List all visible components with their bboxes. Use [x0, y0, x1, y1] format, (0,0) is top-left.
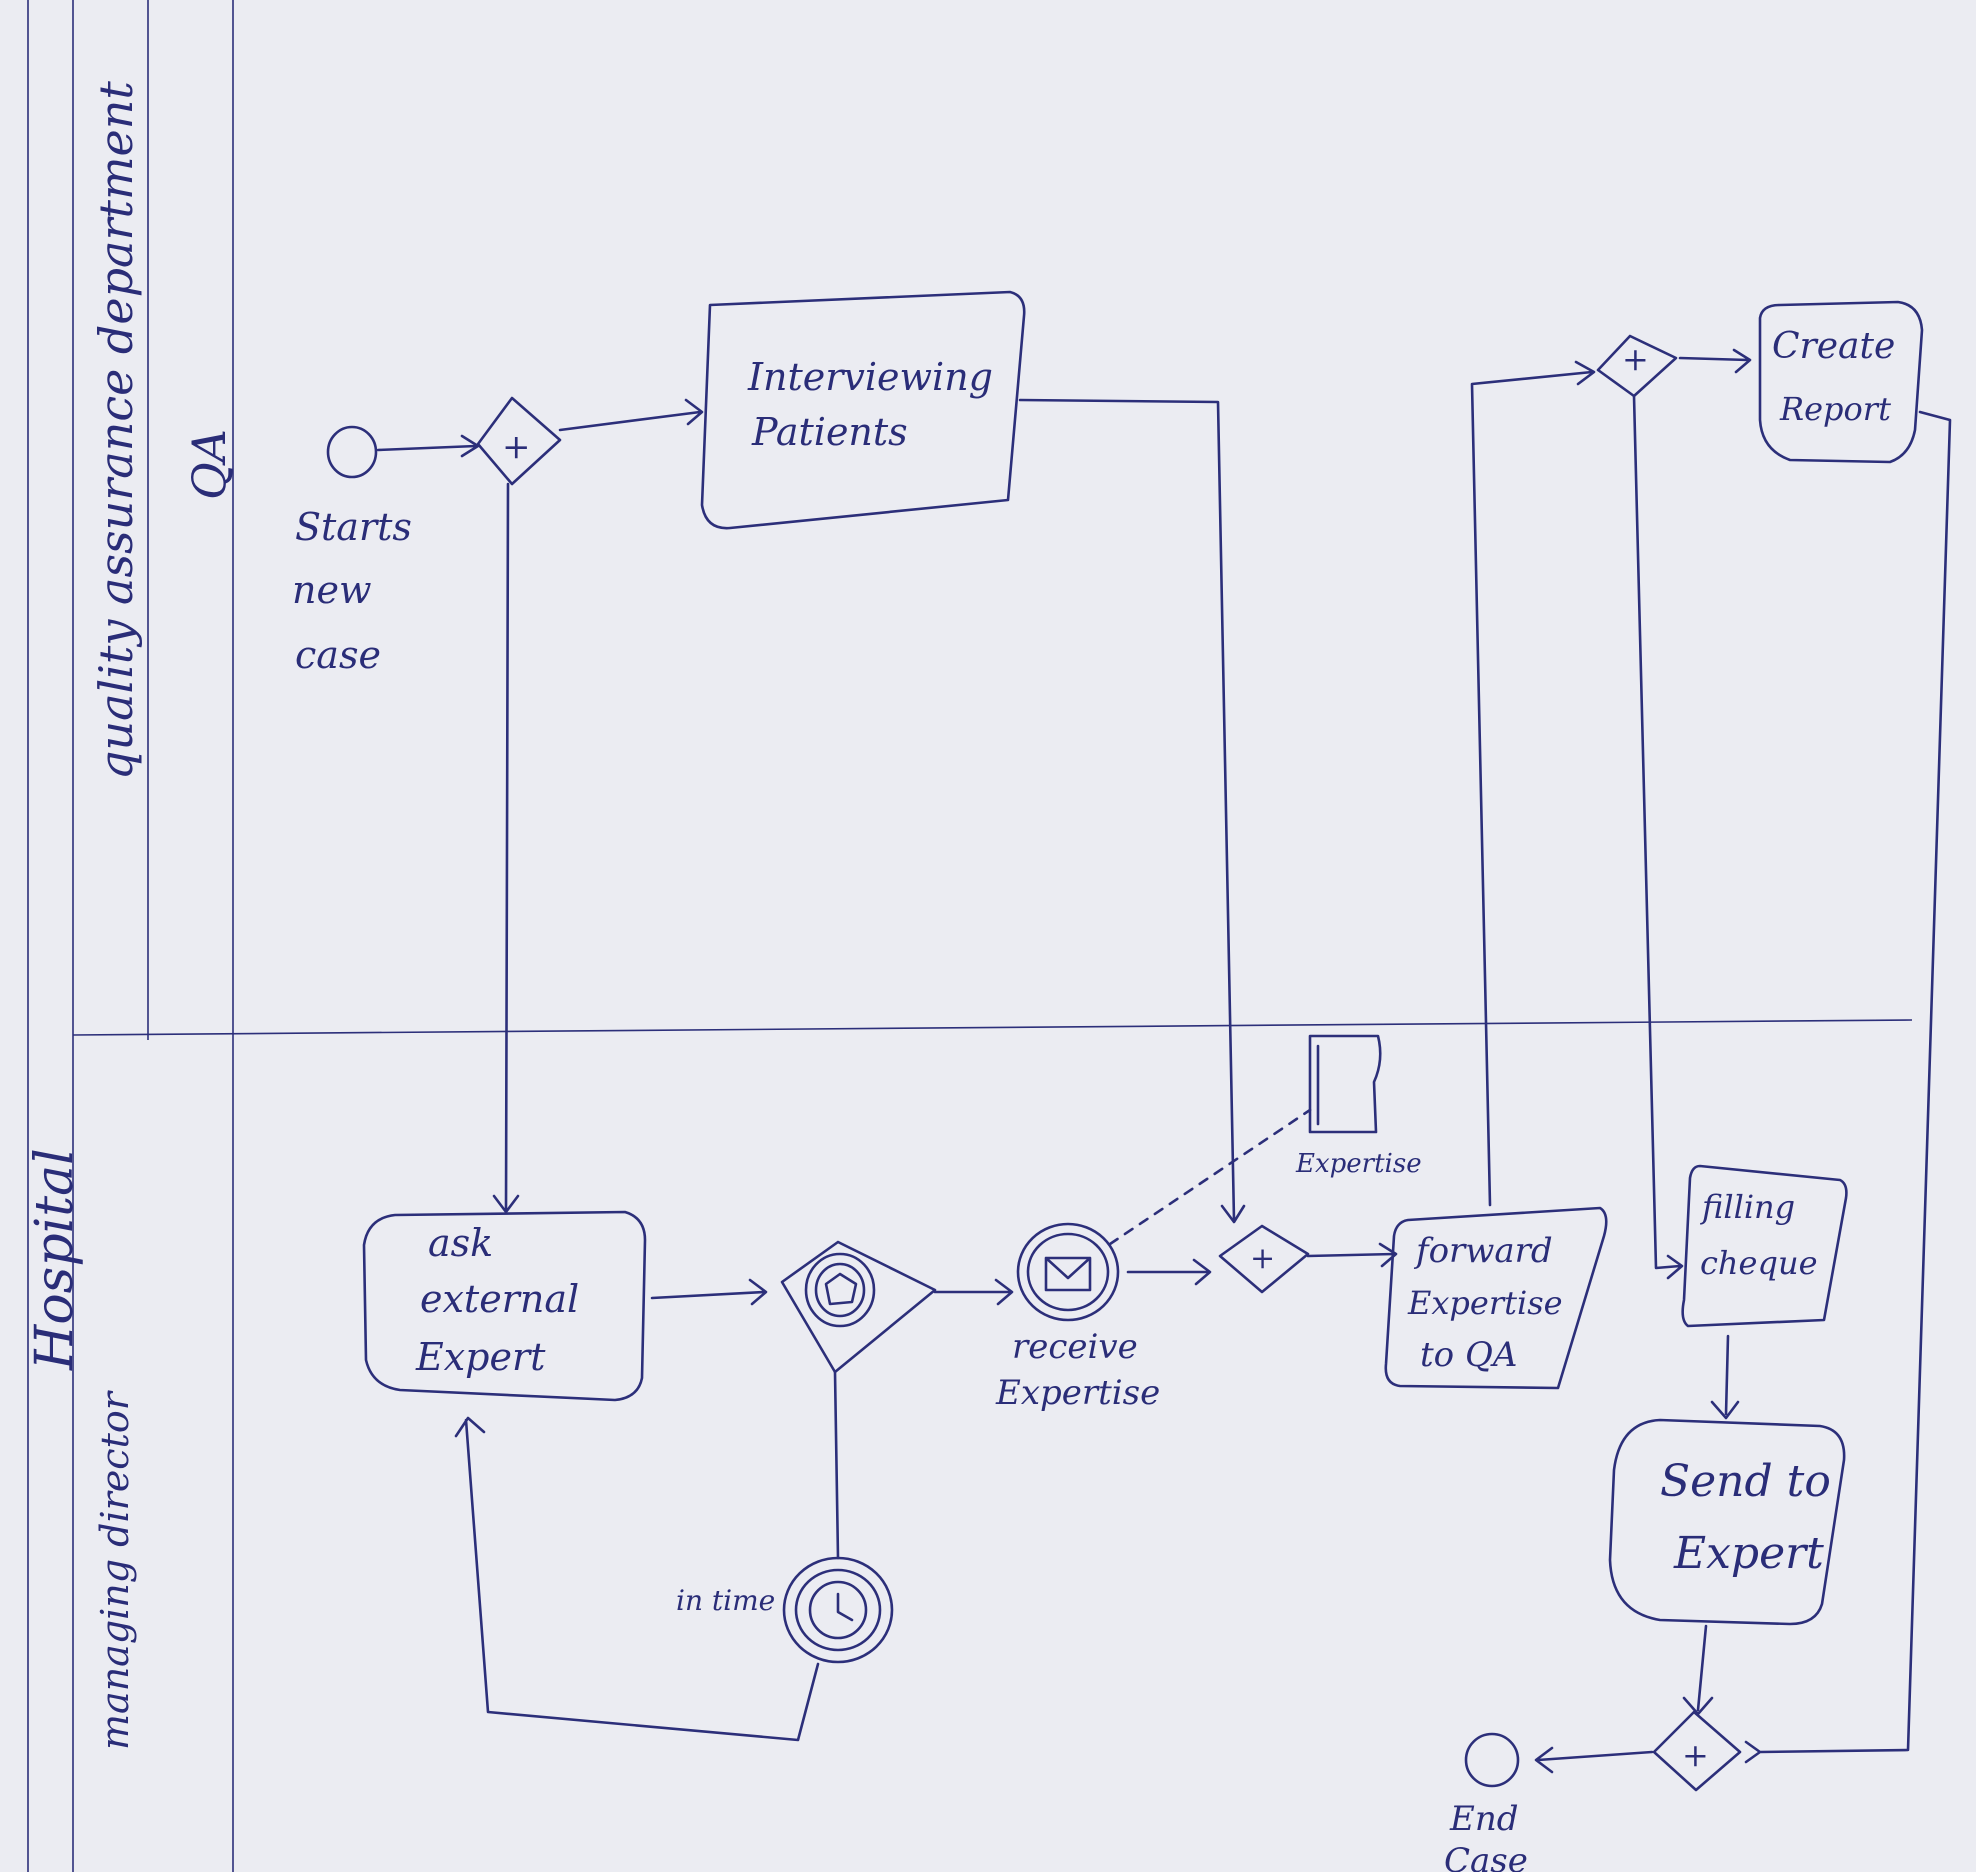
task-interviewing-label-2: Patients — [751, 410, 908, 454]
task-create-report-label-1: Create — [1772, 326, 1895, 367]
envelope-icon — [1044, 1256, 1092, 1292]
task-interviewing-patients — [700, 290, 1026, 530]
gateway-symbol: + — [502, 427, 531, 467]
start-event — [326, 425, 378, 479]
end-event-label-1: End — [1449, 1799, 1518, 1839]
message-event-inner-ring — [1026, 1232, 1110, 1312]
task-forward-label-1: forward — [1413, 1231, 1553, 1271]
flow-interviewing-to-join — [1018, 398, 1246, 1224]
task-send-to-expert — [1608, 1418, 1846, 1626]
data-association — [1108, 1108, 1312, 1246]
parallel-gateway-merge — [1218, 1224, 1310, 1294]
lane-label-managing-director: managing director — [93, 1389, 137, 1750]
timer-event-label: in time — [676, 1584, 775, 1617]
flow-send-to-end-join — [1682, 1624, 1714, 1716]
end-event-label-2: Case — [1444, 1841, 1528, 1872]
pentagon-icon — [824, 1272, 858, 1306]
task-ask-expert-label-3: Expert — [415, 1335, 546, 1379]
end-event — [1464, 1732, 1520, 1788]
flow-gateway-to-interviewing — [558, 398, 704, 432]
message-event-label-1: receive — [1012, 1327, 1138, 1367]
flow-message-to-join — [1126, 1258, 1212, 1286]
flow-forward-to-gateway-join — [1470, 360, 1596, 1207]
start-event-label-3: case — [295, 633, 381, 677]
timer-event — [782, 1556, 894, 1664]
flow-gateway-to-message — [933, 1278, 1014, 1306]
task-filling-cheque — [1681, 1164, 1848, 1328]
clock-icon — [808, 1580, 868, 1640]
message-catch-event — [1016, 1222, 1120, 1322]
gateway-merge-symbol: + — [1250, 1241, 1275, 1276]
task-filling-label-1: filling — [1700, 1188, 1795, 1226]
data-object-expertise — [1308, 1034, 1382, 1134]
data-object-label: Expertise — [1295, 1149, 1422, 1179]
clock-hands — [836, 1592, 854, 1622]
task-filling-label-2: cheque — [1700, 1244, 1818, 1282]
task-create-report-label-2: Report — [1779, 390, 1891, 428]
message-event-label-2: Expertise — [995, 1373, 1160, 1413]
start-event-label-1: Starts — [295, 505, 412, 549]
flow-join-to-end — [1534, 1746, 1654, 1774]
event-gateway-inner-ring — [814, 1262, 866, 1318]
task-forward-label-2: Expertise — [1407, 1284, 1563, 1322]
gateway-end-symbol: + — [1682, 1736, 1709, 1774]
task-ask-expert-label-2: external — [420, 1277, 579, 1321]
flow-start-to-gateway — [376, 434, 480, 458]
task-send-label-1: Send to — [1660, 1456, 1831, 1507]
task-interviewing-label-1: Interviewing — [747, 355, 993, 399]
task-create-report — [1758, 300, 1924, 464]
parallel-gateway-split — [476, 396, 562, 486]
flow-ask-to-event-gateway — [650, 1278, 768, 1306]
task-forward-label-3: to QA — [1420, 1335, 1517, 1375]
flow-gateway-to-create-report — [1678, 348, 1752, 374]
flow-filling-to-send — [1710, 1334, 1740, 1420]
flow-gateway-to-timer — [833, 1370, 840, 1560]
flow-gateway-to-filling — [1632, 394, 1684, 1280]
flow-gateway-to-ask-expert — [492, 482, 520, 1214]
start-event-label-2: new — [292, 568, 372, 612]
task-forward-expertise — [1384, 1206, 1608, 1390]
pool-borders — [27, 0, 1913, 1872]
timer-event-inner-ring — [794, 1568, 882, 1652]
flow-timer-loop-back — [454, 1416, 820, 1742]
task-send-label-2: Expert — [1673, 1528, 1824, 1579]
parallel-gateway-end-join — [1652, 1710, 1742, 1792]
flow-join-to-forward — [1306, 1242, 1398, 1268]
pool-label: Hospital — [25, 1148, 85, 1371]
gateway-join-symbol: + — [1622, 340, 1649, 378]
flow-create-report-to-end-join — [1744, 410, 1952, 1764]
task-ask-external-expert — [362, 1210, 647, 1402]
task-ask-expert-label-1: ask — [428, 1221, 493, 1265]
lane-label-qa-short: QA — [182, 429, 236, 500]
event-gateway-outer-ring — [804, 1252, 876, 1328]
lane-label-qa-department: quality assurance department — [89, 81, 143, 780]
